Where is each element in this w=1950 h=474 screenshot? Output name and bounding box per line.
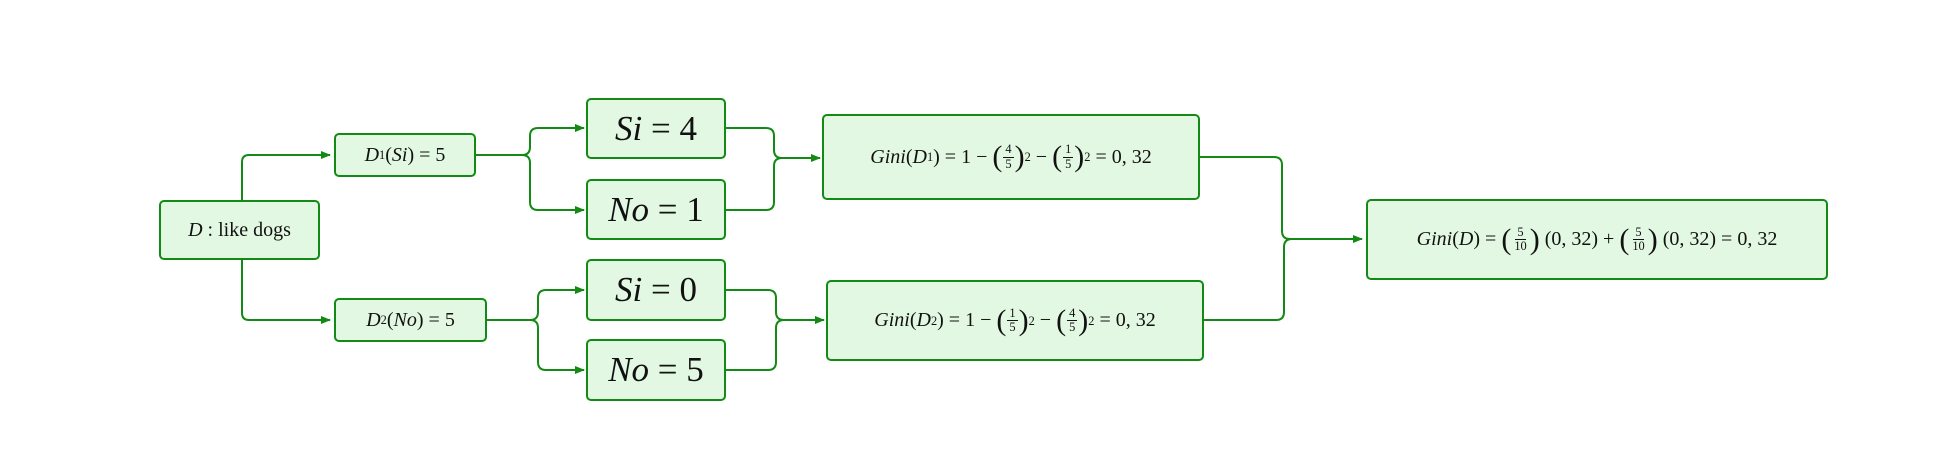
split-yes-symbol: D — [364, 143, 380, 166]
leaf-yes-si-node: Si = 4 — [586, 98, 726, 159]
gini-1-fraction-b-den: 5 — [1065, 156, 1072, 171]
edge-split-no-to-no — [487, 319, 585, 374]
gini-2-fraction-a-den: 5 — [1009, 320, 1016, 334]
gini-total-symbol: D — [1458, 228, 1474, 250]
gini-2-fraction-b-den: 5 — [1069, 320, 1076, 334]
leaf-no-si-var: Si — [615, 270, 643, 309]
gini-2-fn: Gini — [874, 309, 910, 331]
edge-si4-to-gini1 — [726, 127, 821, 162]
leaf-yes-si-value: 4 — [679, 108, 697, 148]
leaf-no-no-value: 5 — [686, 350, 704, 389]
gini-2-symbol: D — [916, 309, 931, 331]
edge-root-to-split-yes — [241, 151, 331, 200]
leaf-yes-no-var: No — [608, 189, 650, 229]
root-symbol: D — [188, 218, 203, 241]
edge-split-yes-to-si — [476, 124, 585, 156]
gini-2-result: 0, 32 — [1115, 309, 1156, 331]
gini-2-fraction-a-num: 1 — [1007, 305, 1018, 321]
edge-no1-to-gini1 — [726, 157, 820, 211]
gini-1-fraction-a-num: 4 — [1003, 142, 1014, 158]
split-no-value: 5 — [444, 308, 455, 331]
leaf-yes-no-node: No = 1 — [586, 179, 726, 240]
gini-2-fraction-b-num: 4 — [1067, 305, 1078, 321]
leaf-no-no-var: No — [608, 350, 650, 389]
edge-gini1-to-total — [1200, 156, 1363, 243]
gini-total-weight-b-den: 10 — [1632, 239, 1645, 253]
split-no-symbol: D — [366, 308, 381, 331]
edge-no5-to-gini2 — [726, 319, 824, 371]
gini-1-symbol: D — [912, 145, 927, 168]
gini-total-weight-b-num: 5 — [1633, 224, 1644, 240]
gini-2-one: 1 — [965, 309, 976, 331]
leaf-yes-si-var: Si — [615, 108, 643, 148]
gini-total-term-b: (0, 32) — [1662, 228, 1717, 250]
split-yes-arg: Si — [391, 143, 408, 166]
edge-split-yes-to-no — [476, 154, 585, 214]
root-label: : like dogs — [207, 218, 291, 241]
leaf-no-si-value: 0 — [679, 270, 697, 309]
gini-1-fn: Gini — [870, 145, 906, 168]
gini-total-term-a: (0, 32) — [1544, 228, 1599, 250]
leaf-no-no-node: No = 5 — [586, 339, 726, 401]
edge-root-to-split-no — [241, 260, 331, 324]
edge-split-no-to-si — [487, 286, 585, 321]
leaf-no-si-node: Si = 0 — [586, 259, 726, 321]
leaf-yes-no-value: 1 — [686, 189, 704, 229]
gini-total-weight-a-num: 5 — [1515, 224, 1526, 240]
root-node: D : like dogs — [159, 200, 320, 260]
gini-1-fraction-b-num: 1 — [1063, 142, 1074, 158]
gini-1-fraction-a-den: 5 — [1005, 156, 1012, 171]
gini-1-one: 1 — [961, 145, 972, 168]
split-no-arg: No — [393, 308, 417, 331]
gini-1-result: 0, 32 — [1111, 145, 1152, 168]
gini-total-weight-a-den: 10 — [1514, 239, 1527, 253]
edge-si0-to-gini2 — [726, 289, 825, 324]
split-yes-value: 5 — [435, 143, 446, 166]
edge-gini2-to-total — [1204, 238, 1362, 321]
gini-total-result: 0, 32 — [1737, 228, 1778, 250]
gini-total-fn: Gini — [1416, 228, 1453, 250]
